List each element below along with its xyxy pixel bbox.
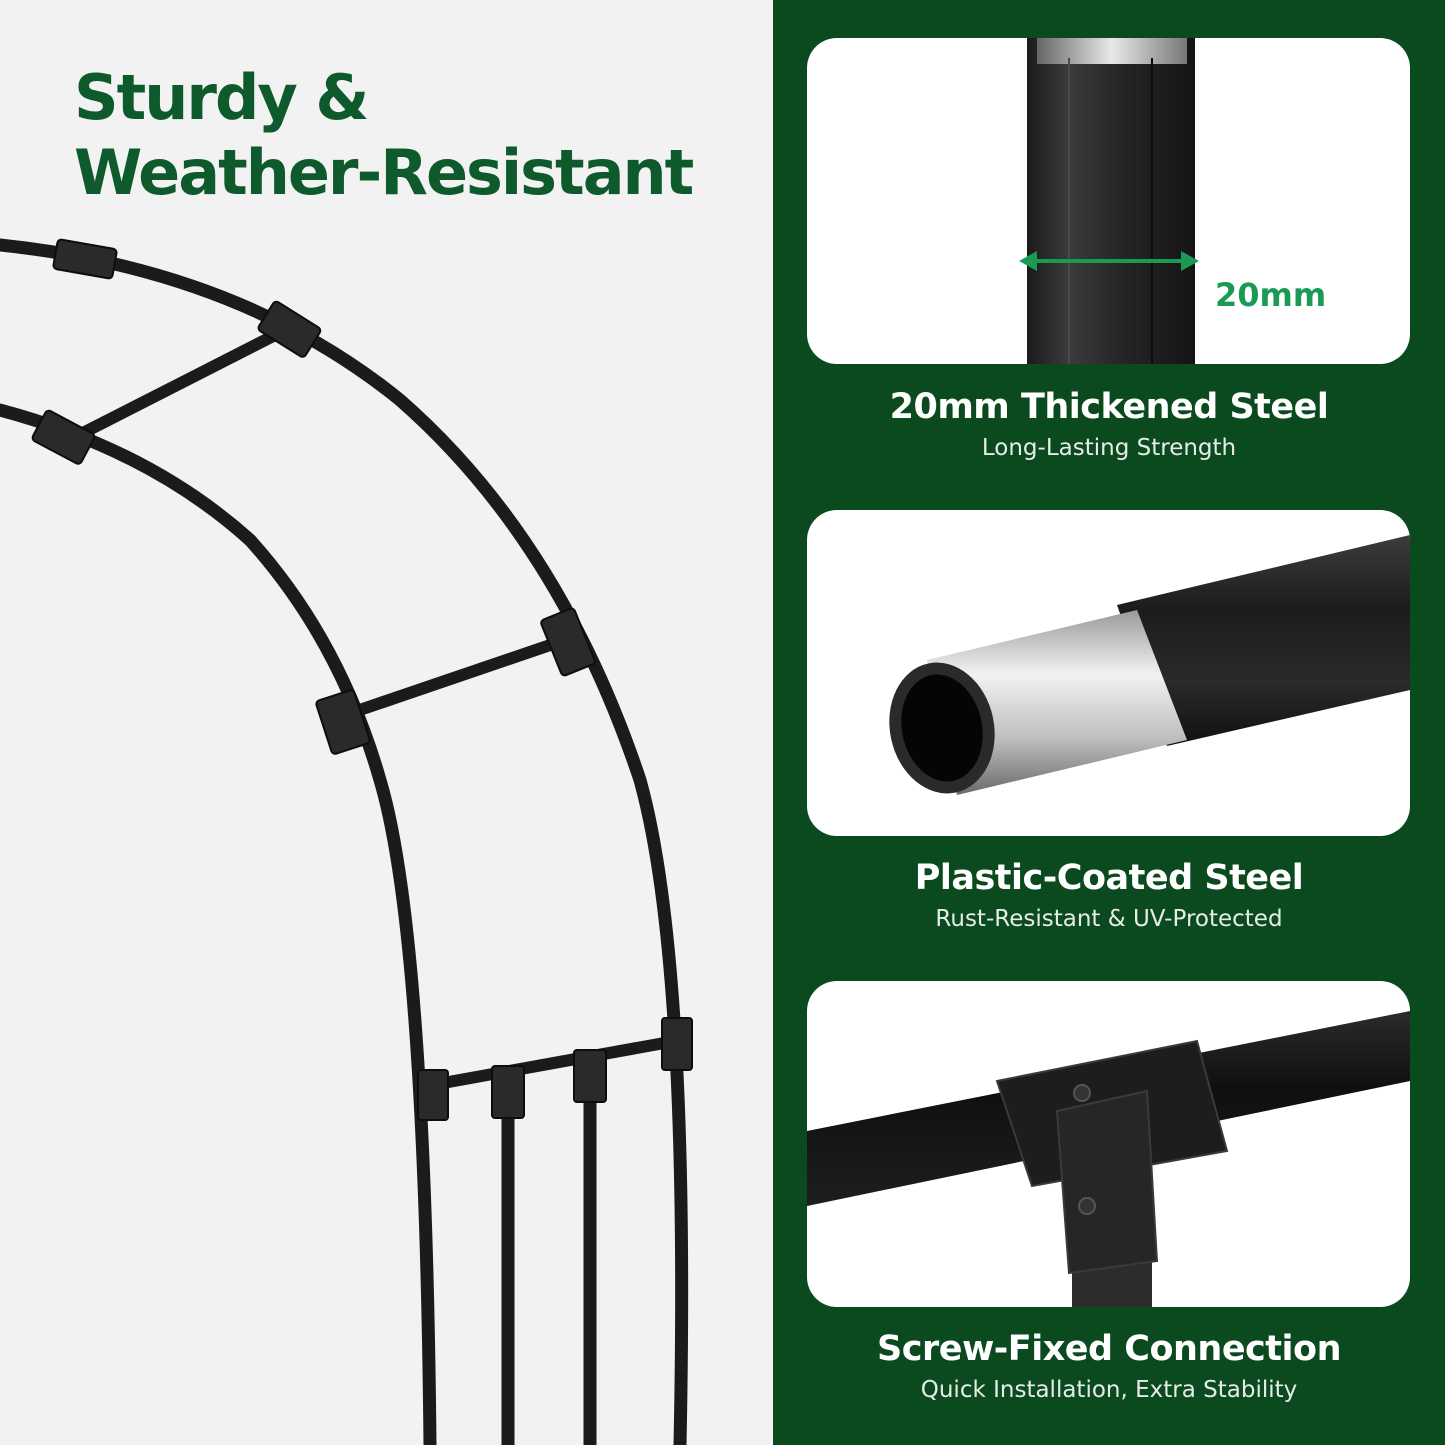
- coated-tube-closeup-image: [889, 535, 1410, 795]
- feature-card-coating: [807, 510, 1410, 836]
- headline: Sturdy & Weather-Resistant: [74, 60, 694, 210]
- arch-frame-image: [0, 238, 693, 1445]
- feature-title-connection: Screw-Fixed Connection: [876, 1329, 1342, 1369]
- right-panel: 20mm 20mm Thickened Steel Long-Lasting S…: [773, 0, 1445, 1445]
- dimension-label: 20mm: [1215, 276, 1327, 314]
- feature-subtitle-connection: Quick Installation, Extra Stability: [920, 1377, 1298, 1403]
- feature-subtitle-thickness: Long-Lasting Strength: [981, 435, 1237, 461]
- feature-card-connection: [807, 981, 1410, 1307]
- feature-title-coating: Plastic-Coated Steel: [914, 858, 1304, 898]
- t-connector-closeup-image: [807, 1011, 1410, 1307]
- headline-line-1: Sturdy &: [74, 61, 369, 134]
- feature-card-thickness: 20mm: [807, 38, 1410, 364]
- headline-line-2: Weather-Resistant: [74, 136, 694, 209]
- left-panel: Sturdy & Weather-Resistant: [0, 60, 695, 1445]
- double-arrow-icon: [1019, 251, 1199, 271]
- feature-title-thickness: 20mm Thickened Steel: [889, 387, 1329, 427]
- feature-subtitle-coating: Rust-Resistant & UV-Protected: [935, 906, 1283, 932]
- steel-tube-closeup-image: [1027, 38, 1195, 364]
